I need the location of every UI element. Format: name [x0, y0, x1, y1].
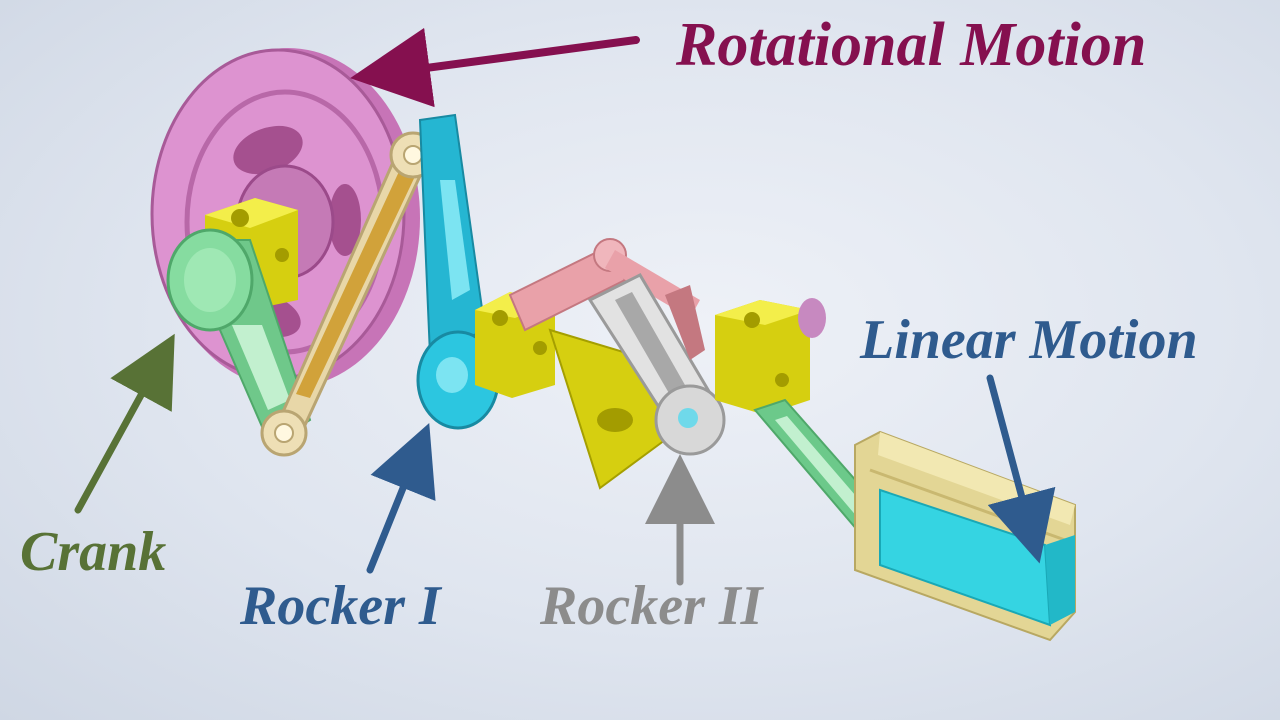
crank-label: Crank: [20, 521, 167, 583]
crank-arrow: [74, 333, 175, 514]
linear-motion-arrow: [986, 374, 1056, 564]
rocker-2-bracket: [665, 285, 705, 360]
rotational-motion-arrow: [350, 27, 640, 108]
rocker-2-block: [715, 298, 826, 415]
crank-part: [166, 228, 312, 447]
rocker-1-label: Rocker I: [240, 575, 441, 637]
rocker-2-label: Rocker II: [540, 575, 763, 637]
rotational-motion-label: Rotational Motion: [676, 11, 1147, 79]
rocker-1-arrow: [366, 423, 436, 574]
rocker-2-part: [587, 273, 726, 456]
linear-motion-label: Linear Motion: [860, 309, 1198, 371]
